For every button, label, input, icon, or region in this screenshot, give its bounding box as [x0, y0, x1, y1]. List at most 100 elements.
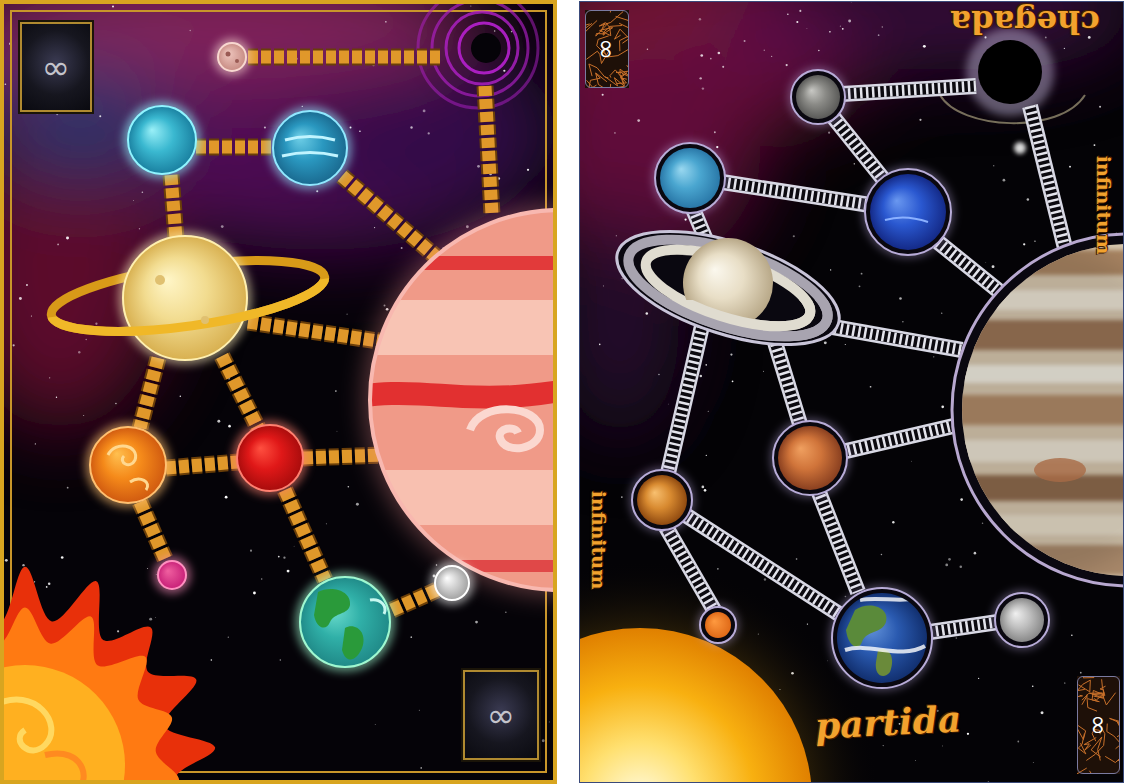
star	[714, 131, 716, 133]
star	[945, 564, 948, 567]
card-vein	[616, 65, 629, 72]
venus	[85, 422, 171, 508]
planet-glow	[629, 467, 695, 533]
ladder-gap	[666, 527, 714, 610]
star	[807, 623, 808, 624]
star	[418, 709, 420, 711]
planet-body	[778, 426, 842, 490]
ladder-rung	[1030, 106, 1066, 252]
star	[95, 323, 97, 325]
ladder-outline	[485, 86, 492, 215]
crater	[226, 52, 231, 57]
star	[599, 344, 601, 346]
star	[730, 353, 732, 355]
vortex-core	[471, 33, 501, 63]
star	[978, 678, 979, 679]
spot	[155, 275, 165, 285]
star	[684, 218, 686, 220]
star	[806, 27, 808, 29]
vortex-ring	[432, 4, 528, 96]
star	[293, 545, 295, 547]
sun-swirl	[45, 753, 84, 780]
star	[658, 374, 659, 375]
planet-body	[158, 561, 186, 589]
moon	[788, 67, 848, 127]
star	[616, 235, 617, 236]
board-label: infinitum	[1094, 156, 1113, 255]
card-vein	[1082, 693, 1116, 705]
star	[699, 77, 701, 79]
neptune	[268, 106, 352, 190]
planet-glow	[829, 585, 935, 691]
board-label: partida	[814, 700, 962, 744]
planet-glow	[213, 38, 251, 76]
star	[149, 618, 152, 621]
ladder-gap	[722, 182, 870, 205]
sun-flames	[4, 608, 179, 780]
star	[287, 570, 290, 573]
star	[548, 721, 550, 723]
star	[708, 411, 709, 412]
star	[336, 430, 338, 432]
star	[764, 578, 766, 580]
ladder-rung	[818, 490, 858, 592]
planet-frame	[632, 470, 692, 530]
planet-body	[837, 593, 927, 683]
sun-core	[4, 665, 125, 780]
star	[878, 34, 880, 36]
board-label: infinitum	[589, 491, 608, 590]
planet-bands	[860, 240, 1124, 580]
card-vein	[1078, 733, 1086, 753]
star	[13, 344, 15, 346]
card-vein	[1105, 754, 1120, 763]
planet-frame	[791, 70, 845, 124]
saturn	[47, 231, 329, 365]
vortex-ring	[459, 23, 509, 73]
star	[883, 745, 884, 746]
star	[722, 66, 724, 68]
planet-body	[435, 566, 469, 600]
star	[1032, 685, 1034, 687]
star	[228, 425, 231, 428]
star	[1041, 711, 1044, 714]
ring-frame	[603, 208, 852, 367]
star	[112, 6, 114, 8]
card-pattern	[585, 10, 629, 88]
star	[280, 659, 282, 661]
saturn	[603, 208, 852, 367]
star	[189, 30, 190, 31]
spot	[201, 316, 209, 324]
ladder-outline	[303, 455, 382, 458]
planet-stripe	[282, 137, 338, 157]
planet-body	[90, 427, 166, 503]
planet-glow	[295, 572, 395, 672]
card-vein	[1084, 738, 1096, 751]
planet-glow	[123, 101, 201, 179]
planet-frame	[832, 588, 932, 688]
sun	[4, 567, 215, 780]
bright-star	[1014, 142, 1026, 154]
star	[881, 554, 883, 556]
star	[335, 390, 337, 392]
star	[1003, 179, 1006, 182]
mars	[232, 420, 308, 496]
sun-swirl	[4, 700, 51, 751]
star	[115, 403, 116, 404]
star	[700, 375, 703, 378]
ladder-outline	[392, 590, 437, 610]
star	[1071, 634, 1073, 636]
planet-frame	[865, 169, 951, 255]
star	[56, 397, 57, 398]
star	[621, 278, 623, 280]
ladder-step	[285, 490, 325, 580]
ladder-rung	[666, 527, 714, 610]
planet-frame	[995, 593, 1049, 647]
star	[614, 132, 615, 133]
star	[61, 556, 64, 559]
star	[845, 596, 847, 598]
star	[410, 636, 412, 638]
neptune	[862, 166, 954, 258]
ring-outer	[617, 220, 838, 357]
planet-glow	[652, 140, 728, 216]
star	[401, 247, 403, 249]
